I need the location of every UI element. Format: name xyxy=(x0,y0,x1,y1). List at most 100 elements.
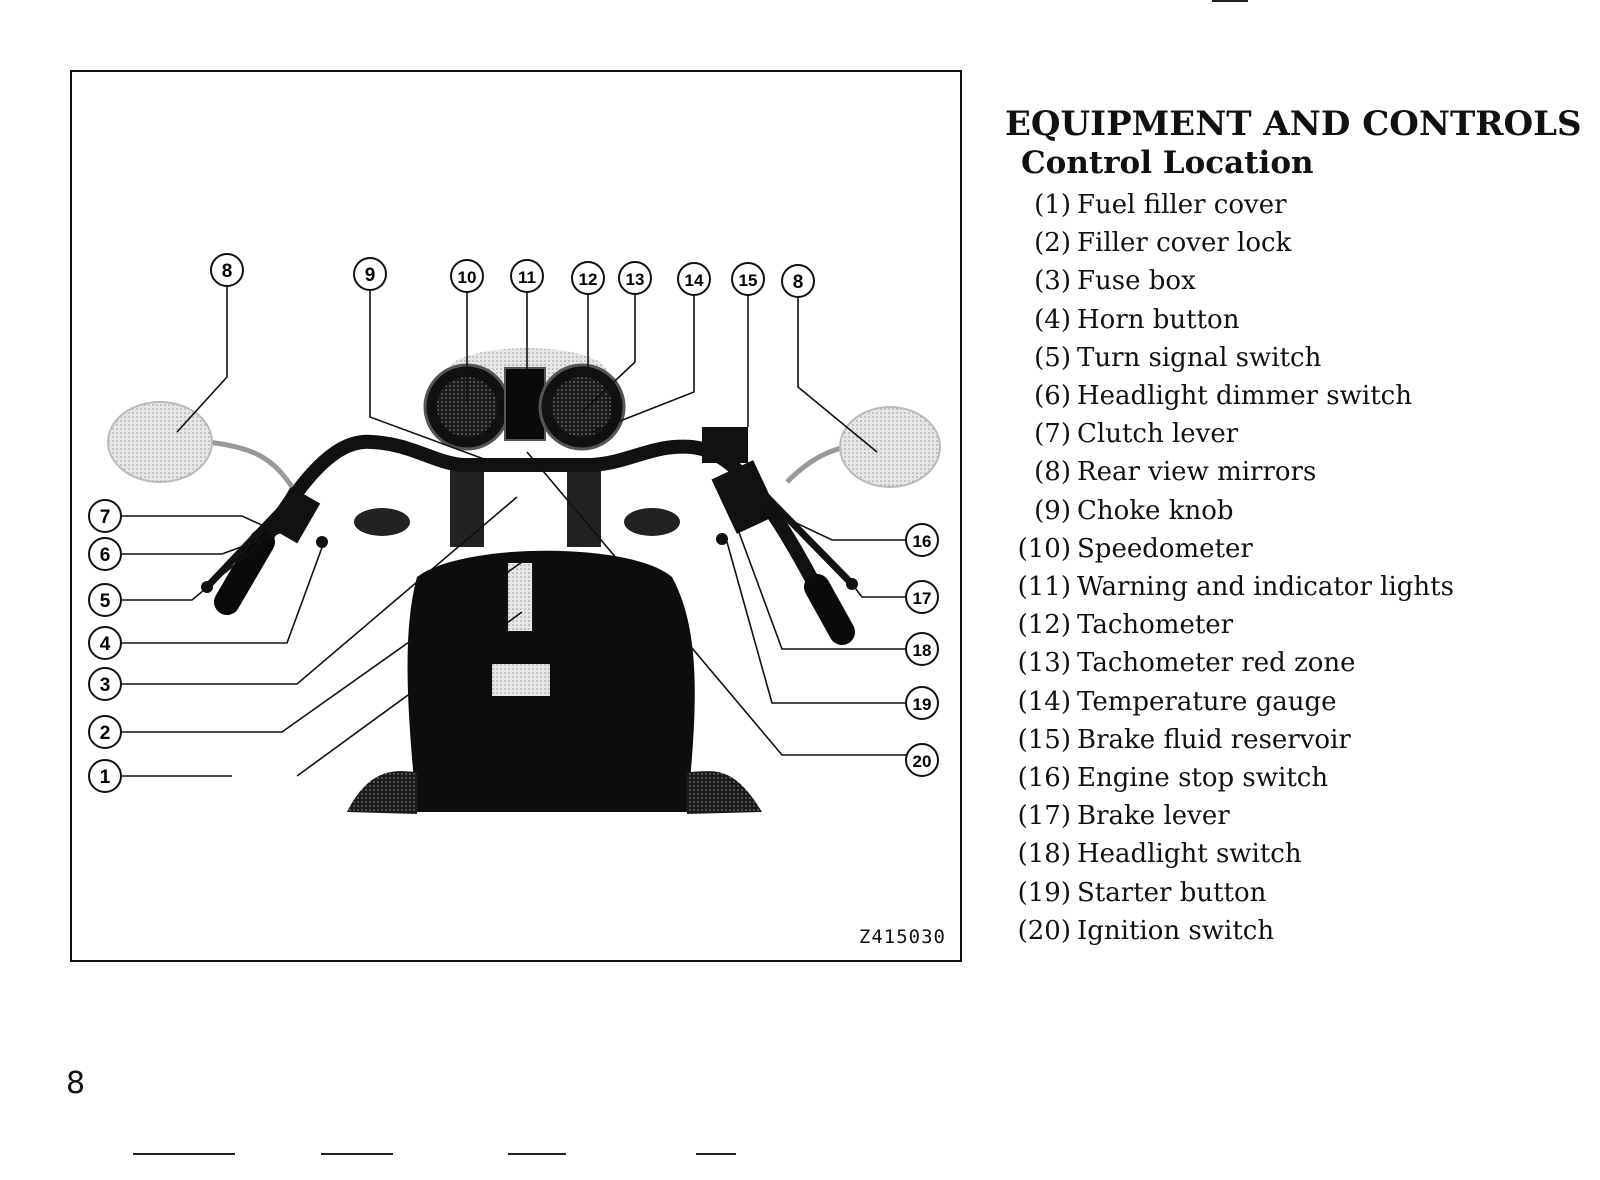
svg-text:4: 4 xyxy=(100,634,111,655)
legend-item-label: Ignition switch xyxy=(1077,915,1275,946)
svg-text:20: 20 xyxy=(913,752,932,771)
legend-item-label: Horn button xyxy=(1077,304,1240,335)
text-panel: EQUIPMENT AND CONTROLS Control Location … xyxy=(1005,104,1595,950)
footer-rule xyxy=(321,1153,393,1155)
svg-text:2: 2 xyxy=(100,723,111,744)
callout-13: 13 xyxy=(618,261,652,295)
callouts-top: 8 9 10 11 12 13 14 15 8 xyxy=(210,253,815,298)
tank-emblem xyxy=(492,664,550,696)
legend-item: (10)Speedometer xyxy=(1005,530,1595,568)
fuel-filler-cover xyxy=(506,561,534,633)
callout-16: 16 xyxy=(905,523,939,557)
brake-lever xyxy=(758,488,856,588)
legend-item: (13)Tachometer red zone xyxy=(1005,644,1595,682)
svg-text:9: 9 xyxy=(365,265,376,286)
footer-rule xyxy=(508,1153,566,1155)
callout-10: 10 xyxy=(450,259,484,293)
legend-item-label: Engine stop switch xyxy=(1077,763,1329,794)
control-location-figure: 8 9 10 11 12 13 14 15 8 7 6 xyxy=(70,70,962,962)
callout-12: 12 xyxy=(571,261,605,295)
legend-item-number: (6) xyxy=(1034,381,1071,412)
fork-tube-left xyxy=(450,467,484,547)
callouts-left: 7 6 5 4 3 2 1 xyxy=(88,499,122,793)
indicator-panel xyxy=(504,367,546,441)
right-switch-housing xyxy=(711,460,779,534)
svg-text:17: 17 xyxy=(913,589,932,608)
svg-text:14: 14 xyxy=(685,271,704,290)
legend-item-label: Turn signal switch xyxy=(1077,342,1322,373)
callout-8-left: 8 xyxy=(210,253,244,287)
legend-item: (5)Turn signal switch xyxy=(1005,339,1595,377)
legend-item: (3)Fuse box xyxy=(1005,262,1595,300)
legend-item-number: (16) xyxy=(1017,763,1071,794)
legend-item-number: (2) xyxy=(1034,228,1071,259)
callout-4: 4 xyxy=(88,626,122,660)
legend-item-number: (12) xyxy=(1017,610,1071,641)
callout-11: 11 xyxy=(510,259,544,293)
svg-text:3: 3 xyxy=(100,675,111,696)
figure-code: Z415030 xyxy=(858,926,946,948)
callout-14: 14 xyxy=(677,262,711,296)
legend-item-label: Headlight dimmer switch xyxy=(1077,381,1412,412)
callout-9: 9 xyxy=(353,257,387,291)
svg-text:8: 8 xyxy=(222,261,233,282)
legend-item-number: (20) xyxy=(1017,915,1071,946)
legend-item: (20)Ignition switch xyxy=(1005,912,1595,950)
callout-17: 17 xyxy=(905,580,939,614)
legend-item: (2)Filler cover lock xyxy=(1005,224,1595,262)
legend-item-label: Fuse box xyxy=(1077,266,1196,297)
legend-item: (11)Warning and indicator lights xyxy=(1005,568,1595,606)
legend-item: (17)Brake lever xyxy=(1005,797,1595,835)
fuel-tank xyxy=(407,550,695,812)
legend-item-number: (17) xyxy=(1017,801,1071,832)
legend-item-number: (18) xyxy=(1017,839,1071,870)
callout-6: 6 xyxy=(88,537,122,571)
svg-text:11: 11 xyxy=(518,268,536,287)
callout-18: 18 xyxy=(905,632,939,666)
callout-2: 2 xyxy=(88,715,122,749)
brake-fluid-reservoir xyxy=(702,427,748,463)
callout-20: 20 xyxy=(905,743,939,777)
rear-view-mirror-left xyxy=(107,401,213,483)
legend-item: (6)Headlight dimmer switch xyxy=(1005,377,1595,415)
legend-item: (14)Temperature gauge xyxy=(1005,683,1595,721)
legend-item-number: (19) xyxy=(1017,877,1071,908)
legend-item-number: (15) xyxy=(1017,724,1071,755)
svg-text:16: 16 xyxy=(913,532,932,551)
legend-item-number: (13) xyxy=(1017,648,1071,679)
svg-text:15: 15 xyxy=(739,271,758,290)
legend-item: (18)Headlight switch xyxy=(1005,835,1595,873)
legend-item-number: (9) xyxy=(1034,495,1071,526)
legend-item-number: (11) xyxy=(1017,572,1071,603)
legend-item-label: Tachometer red zone xyxy=(1077,648,1356,679)
legend-item-number: (7) xyxy=(1034,419,1071,450)
legend-item-number: (4) xyxy=(1034,304,1071,335)
svg-text:8: 8 xyxy=(793,272,804,293)
legend-item-label: Headlight switch xyxy=(1077,839,1302,870)
legend-item: (7)Clutch lever xyxy=(1005,415,1595,453)
legend-item-label: Brake fluid reservoir xyxy=(1077,724,1351,755)
motorcycle-handlebar-illustration: 8 9 10 11 12 13 14 15 8 7 6 xyxy=(88,253,941,814)
svg-text:5: 5 xyxy=(100,591,111,612)
legend-item-number: (10) xyxy=(1017,533,1071,564)
legend-item-number: (14) xyxy=(1017,686,1071,717)
callouts-right: 16 17 18 19 20 xyxy=(905,523,939,777)
svg-text:13: 13 xyxy=(626,270,645,289)
legend-item-label: Speedometer xyxy=(1077,533,1253,564)
svg-text:7: 7 xyxy=(100,507,111,528)
callout-3: 3 xyxy=(88,667,122,701)
svg-text:6: 6 xyxy=(100,545,111,566)
legend-item: (15)Brake fluid reservoir xyxy=(1005,721,1595,759)
legend-item-number: (1) xyxy=(1034,190,1071,220)
svg-text:18: 18 xyxy=(913,641,932,660)
legend-item-label: Tachometer xyxy=(1077,610,1234,641)
legend-item: (16)Engine stop switch xyxy=(1005,759,1595,797)
legend-item-label: Rear view mirrors xyxy=(1077,457,1317,488)
legend-item-label: Fuel filler cover xyxy=(1077,190,1287,220)
section-subheading: Control Location xyxy=(1021,145,1314,181)
legend-item: (19)Starter button xyxy=(1005,874,1595,912)
legend-item: (12)Tachometer xyxy=(1005,606,1595,644)
svg-text:1: 1 xyxy=(100,767,111,788)
top-edge-mark xyxy=(1212,0,1248,2)
svg-text:10: 10 xyxy=(458,268,477,287)
